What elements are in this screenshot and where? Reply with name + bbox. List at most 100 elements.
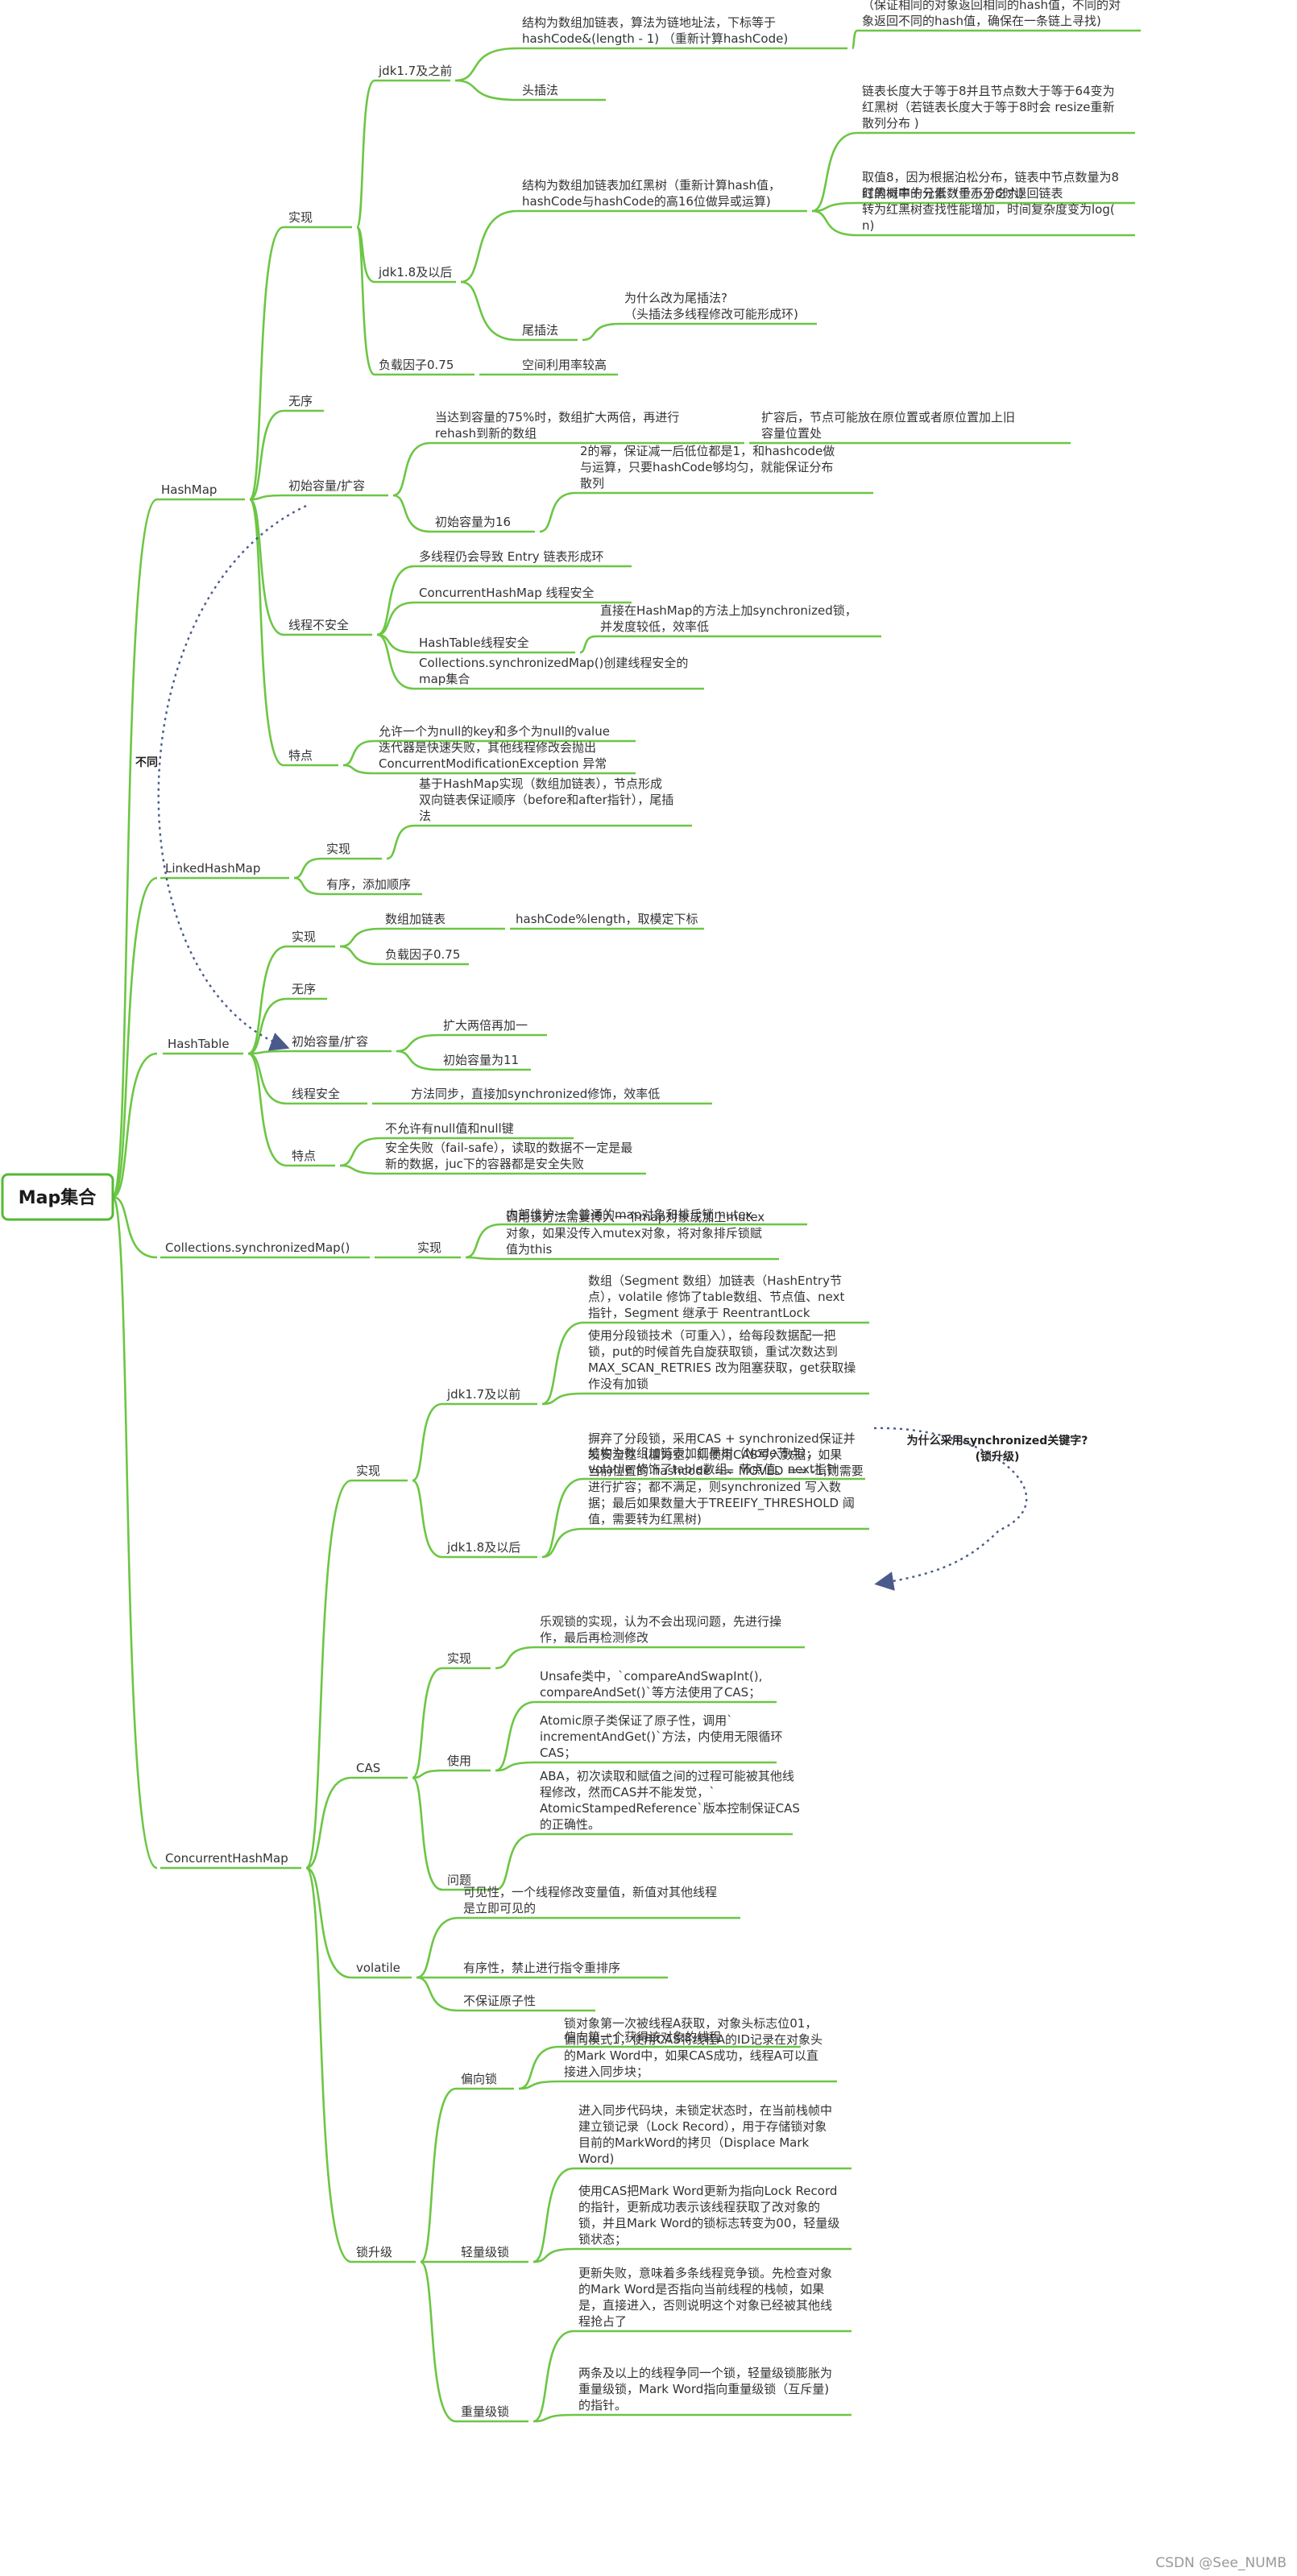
node-hm-unsafe-entry[interactable]: 多线程仍会导致 Entry 链表形成环: [419, 549, 603, 564]
branch-connector: [412, 1402, 443, 1482]
node-ht-impl-arr[interactable]: 数组加链表: [385, 912, 445, 926]
node-hm-cap-16[interactable]: 初始容量为16: [435, 515, 511, 529]
node-ht-impl-load[interactable]: 负载因子0.75: [385, 947, 460, 962]
node-chm-jdk17-lock[interactable]: 使用分段锁技术（可重入），给每段数据配一把锁，put的时候首先自旋获取锁，重试次…: [588, 1328, 856, 1391]
node-light[interactable]: 轻量级锁: [461, 2245, 509, 2259]
node-lhm-impl[interactable]: 实现: [326, 842, 350, 856]
node-ht-cap-11[interactable]: 初始容量为11: [443, 1053, 519, 1067]
node-vol[interactable]: volatile: [356, 1961, 400, 1975]
node-hm-jdk18-struct[interactable]: 结构为数组加链表加红黑树（重新计算hash值，hashCode与hashCode…: [522, 178, 781, 209]
branch-connector: [111, 498, 158, 1199]
node-hm-cap-16-note[interactable]: 2的幂，保证减一后低位都是1，和hashcode做与运算，只要hashCode够…: [580, 444, 835, 491]
branch-connector: [396, 1033, 439, 1053]
branch-connector: [541, 1321, 584, 1406]
branch-connector: [386, 824, 415, 860]
node-bias-first[interactable]: 偏向第一个获得该对象的线程: [564, 2030, 721, 2044]
node-diff[interactable]: 不同: [135, 756, 158, 769]
node-cas-impl-note[interactable]: 乐观锁的实现，认为不会出现问题，先进行操作，最后再检测修改: [540, 1614, 781, 1645]
node-cas[interactable]: CAS: [356, 1761, 380, 1775]
node-cas-issue-aba[interactable]: ABA，初次读取和赋值之间的过程可能被其他线程修改，然而CAS并不能发觉，`At…: [540, 1769, 800, 1832]
node-bias[interactable]: 偏向锁: [461, 2072, 497, 2086]
node-ht-safe-note[interactable]: 方法同步，直接加synchronized修饰，效率低: [411, 1087, 660, 1101]
branch-connector: [339, 945, 381, 966]
node-csm[interactable]: Collections.synchronizedMap(): [165, 1240, 350, 1255]
node-chm-jdk18[interactable]: jdk1.8及以后: [446, 1540, 520, 1555]
node-lhm-impl-note[interactable]: 基于HashMap实现（数组加链表），节点形成双向链表保证顺序（before和a…: [419, 777, 673, 823]
branch-connector: [412, 1769, 443, 1779]
branch-connector: [248, 226, 284, 501]
node-hm-unsafe-ht-note[interactable]: 直接在HashMap的方法上加synchronized锁，并发度较低，效率低: [600, 603, 857, 634]
branch-connector: [293, 876, 322, 896]
node-hm-load[interactable]: 负载因子0.75: [379, 358, 454, 372]
node-hm-unsafe-ht[interactable]: HashTable线程安全: [419, 636, 529, 650]
node-hm-unordered[interactable]: 无序: [288, 394, 313, 408]
sync-relation-line: [873, 1427, 1028, 1591]
node-light-enter[interactable]: 进入同步代码块，未锁定状态时，在当前栈帧中建立锁记录（Lock Record），…: [578, 2103, 832, 2166]
node-hm-jdk18-back[interactable]: 红黑树中的元素数量小于6时退回链表: [862, 186, 1063, 201]
node-csm-impl[interactable]: 实现: [417, 1240, 441, 1255]
node-ht[interactable]: HashTable: [168, 1037, 230, 1051]
node-hm-load-note[interactable]: 空间利用率较高: [522, 358, 607, 372]
node-lockup[interactable]: 锁升级: [356, 2245, 392, 2259]
node-ht-feat-safe[interactable]: 安全失败（fail-safe），读取的数据不一定是最新的数据，juc下的容器都是…: [385, 1141, 632, 1171]
node-bias-cas[interactable]: 锁对象第一次被线程A获取，对象头标志位01，偏向模式1，使用CAS将线程A的ID…: [564, 2016, 823, 2079]
node-cas-use[interactable]: 使用: [447, 1754, 471, 1768]
branch-connector: [518, 2045, 560, 2090]
node-hm-jdk18[interactable]: jdk1.8及以后: [378, 265, 452, 280]
node-hm-jdk18-tail-why[interactable]: 为什么改为尾插法?（头插法多线程修改可能形成环): [624, 291, 798, 321]
node-ht-unordered[interactable]: 无序: [292, 982, 316, 996]
node-underlines: [156, 29, 1141, 2423]
node-ht-cap-double[interactable]: 扩大两倍再加一: [443, 1018, 528, 1033]
node-heavy-fail[interactable]: 更新失败，意味着多条线程竞争锁。先检查对象的Mark Word是否指向当前线程的…: [578, 2266, 832, 2329]
node-lhm-order[interactable]: 有序，添加顺序: [326, 877, 411, 892]
node-hm-jdk18-tail[interactable]: 尾插法: [522, 323, 558, 338]
node-csm-impl-mutex[interactable]: 内部维护一个普通的map对象和排斥锁mutex: [506, 1207, 752, 1222]
node-ht-impl-arr-note[interactable]: hashCode%length，取模定下标: [516, 912, 698, 926]
node-chm-impl[interactable]: 实现: [356, 1464, 380, 1478]
node-cas-use-unsafe[interactable]: Unsafe类中，`compareAndSwapInt(),compareAnd…: [540, 1669, 762, 1700]
node-hm-jdk18-tree[interactable]: 链表长度大于等于8并且节点数大于等于64变为红黑树（若链表长度大于等于8时会 r…: [862, 84, 1115, 130]
node-chm-jdk17-struct[interactable]: 数组（Segment 数组）加链表（HashEntry节点），volatile …: [588, 1274, 844, 1320]
branch-connector: [420, 2260, 457, 2423]
node-cas-impl[interactable]: 实现: [447, 1651, 471, 1666]
node-chm[interactable]: ConcurrentHashMap: [165, 1851, 288, 1866]
node-ht-safe[interactable]: 线程安全: [292, 1087, 340, 1101]
node-chm-jdk18-cas[interactable]: 摒弃了分段锁，采用CAS + synchronized保证并发安全性（槽为空，则…: [588, 1431, 864, 1526]
node-hm-jdk17[interactable]: jdk1.7及之前: [378, 64, 452, 78]
node-heavy[interactable]: 重量级锁: [461, 2404, 509, 2419]
node-cas-use-atomic[interactable]: Atomic原子类保证了原子性，调用`incrementAndGet()`方法，…: [540, 1713, 782, 1760]
node-vol-atomic[interactable]: 不保证原子性: [463, 1994, 536, 2008]
node-heavy-two[interactable]: 两条及以上的线程争同一个锁，轻量级锁膨胀为重量级锁，Mark Word指向重量级…: [578, 2366, 832, 2412]
branch-connector: [396, 1050, 439, 1071]
node-vol-order[interactable]: 有序性，禁止进行指令重排序: [463, 1961, 620, 1975]
node-hm-jdk17-why[interactable]: 为什么重写equals要重写hashCode?（保证相同的对象返回相同的hash…: [862, 0, 1121, 28]
node-chm-jdk17[interactable]: jdk1.7及以前: [446, 1387, 520, 1402]
node-cas-issue[interactable]: 问题: [447, 1873, 471, 1887]
node-lhm[interactable]: LinkedHashMap: [165, 861, 260, 876]
node-ht-impl[interactable]: 实现: [292, 930, 316, 944]
node-hm-jdk17-head[interactable]: 头插法: [522, 83, 558, 97]
branch-connector: [305, 1866, 352, 2263]
root-node[interactable]: Map集合: [1, 1173, 114, 1221]
node-hashmap[interactable]: HashMap: [161, 482, 217, 497]
node-hm-feat-null[interactable]: 允许一个为null的key和多个为null的value: [379, 724, 610, 739]
node-hm-cap[interactable]: 初始容量/扩容: [288, 478, 365, 493]
node-ht-feat-null[interactable]: 不允许有null值和null键: [385, 1121, 514, 1136]
node-ht-feat[interactable]: 特点: [292, 1149, 316, 1163]
node-hm-cap-rehash-note[interactable]: 扩容后，节点可能放在原位置或者原位置加上旧容量位置处: [761, 410, 1015, 441]
node-chm-why[interactable]: 为什么采用synchronized关键字?(锁升级): [907, 1434, 1088, 1464]
node-hm-unsafe[interactable]: 线程不安全: [288, 618, 349, 632]
node-chm-jdk18-struct[interactable]: 结构为数组加链表加红黑树（Node节点），volatile 修饰了table数组…: [588, 1446, 839, 1476]
node-hm-unsafe-chm[interactable]: ConcurrentHashMap 线程安全: [419, 586, 595, 600]
node-vol-vis[interactable]: 可见性，一个线程修改变量值，新值对其他线程是立即可见的: [463, 1885, 717, 1915]
node-ht-cap[interactable]: 初始容量/扩容: [292, 1034, 368, 1049]
node-hm-impl[interactable]: 实现: [288, 210, 313, 225]
node-hm-feat[interactable]: 特点: [288, 748, 313, 763]
